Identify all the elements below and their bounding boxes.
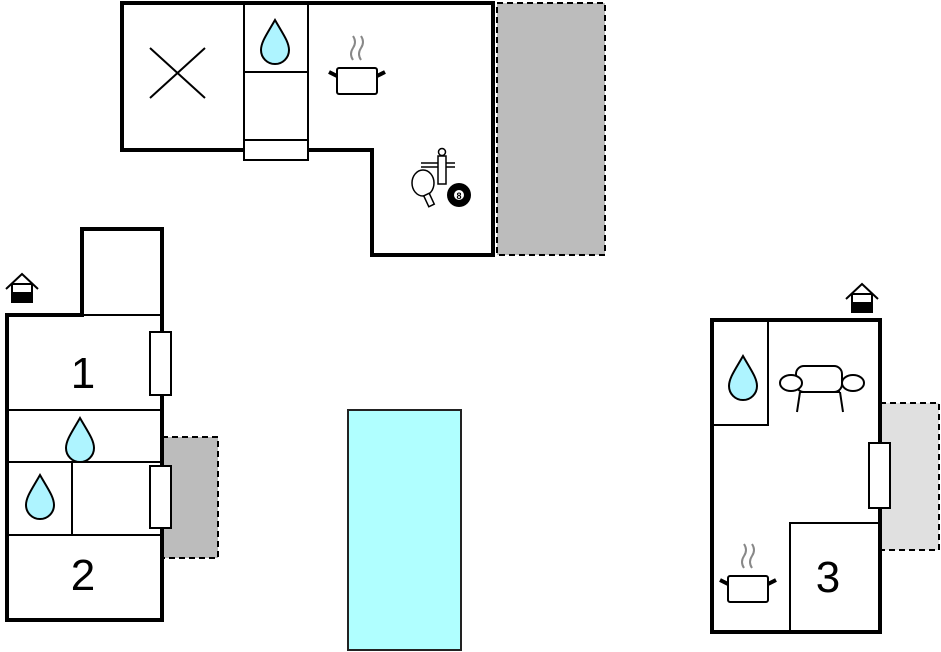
swimming-pool <box>347 409 462 651</box>
interior-walls <box>243 3 309 150</box>
game-room-icon: 8 <box>411 147 471 208</box>
billiard-ball-number: 8 <box>456 191 461 201</box>
interior-walls <box>712 320 880 632</box>
window <box>149 331 172 396</box>
right-building: 3 <box>710 283 940 634</box>
terrace <box>496 2 606 256</box>
bedroom-3-label: 3 <box>816 553 840 602</box>
window <box>243 139 309 161</box>
left-building: 1 2 <box>5 227 219 622</box>
bedroom-2-label: 2 <box>71 551 95 600</box>
top-building: 8 <box>120 1 606 257</box>
house-entrance-icon <box>845 283 879 313</box>
window <box>868 442 891 509</box>
house-entrance-icon <box>5 273 39 303</box>
bedroom-1-label: 1 <box>71 349 95 398</box>
void-cross-icon <box>149 47 206 99</box>
window <box>149 465 172 529</box>
sofa-icon <box>779 365 865 413</box>
